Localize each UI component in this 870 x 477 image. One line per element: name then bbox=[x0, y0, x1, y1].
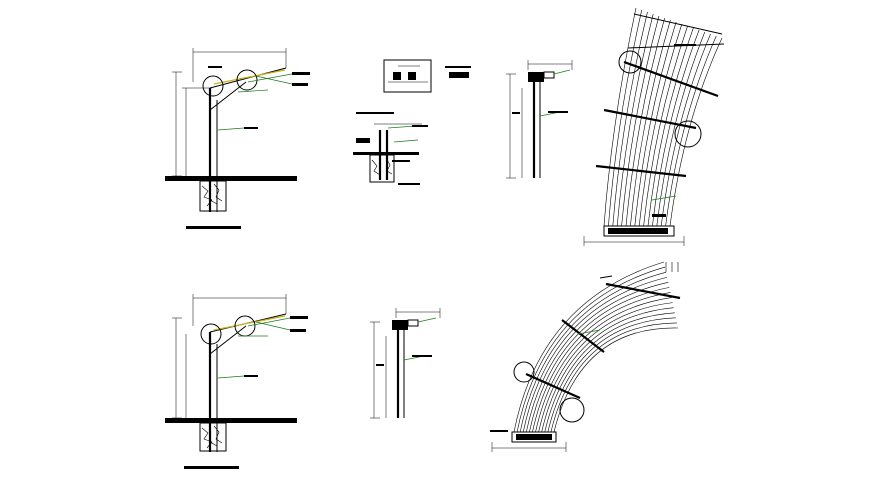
curved-rod-assembly-bottom bbox=[490, 261, 681, 452]
rod-line bbox=[535, 297, 672, 433]
rod-line bbox=[532, 292, 671, 433]
rod-line bbox=[522, 276, 668, 433]
rod-line bbox=[547, 317, 676, 433]
rod-line bbox=[550, 322, 677, 433]
rod-line bbox=[541, 307, 674, 433]
rod-line bbox=[612, 11, 648, 227]
rod-line bbox=[625, 17, 665, 227]
rod-line bbox=[638, 23, 683, 227]
rod-line bbox=[544, 312, 675, 433]
rod-line bbox=[603, 7, 637, 227]
rod-line bbox=[608, 9, 643, 227]
rod-line bbox=[529, 287, 670, 433]
pole-elevation-bottom bbox=[165, 294, 308, 469]
curved-rod-assembly-top bbox=[583, 7, 725, 246]
rod-line bbox=[553, 327, 679, 433]
rod-line bbox=[519, 271, 667, 433]
rod-line bbox=[516, 266, 666, 433]
pole-elevation-top bbox=[165, 48, 310, 229]
rod-line bbox=[669, 37, 723, 227]
bracket-detail-bottom bbox=[370, 308, 441, 419]
rod-line bbox=[665, 35, 717, 227]
rod-line bbox=[616, 13, 654, 227]
foundation-detail bbox=[353, 59, 471, 185]
rod-line bbox=[538, 302, 673, 433]
rod-line bbox=[621, 15, 660, 227]
rod-line bbox=[643, 25, 688, 227]
rod-line bbox=[647, 27, 694, 227]
rod-line bbox=[513, 261, 665, 433]
bracket-detail-top bbox=[506, 60, 573, 179]
rod-line bbox=[630, 19, 671, 227]
